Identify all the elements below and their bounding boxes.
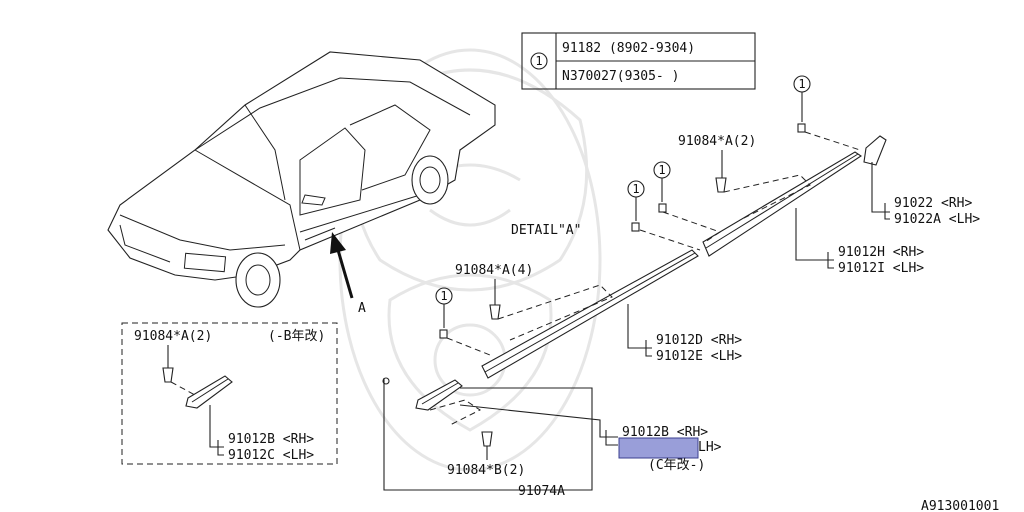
- label-91012b-rh-2: 91012B <RH>: [622, 425, 708, 440]
- rear-end-piece: [863, 135, 887, 166]
- svg-text:1: 1: [658, 163, 665, 177]
- svg-text:1: 1: [632, 182, 639, 196]
- clip-icon: [439, 329, 448, 339]
- reference-code: A913001001: [921, 499, 999, 512]
- detail-a-label: DETAIL"A": [511, 223, 581, 238]
- arrow-label-a: A: [358, 301, 366, 316]
- table-row-1: 91182 (8902-9304): [562, 41, 695, 56]
- clip-icon: [715, 177, 727, 193]
- label-91012i-lh: 91012I <LH>: [838, 261, 924, 276]
- table-circle-number: 1: [535, 54, 542, 68]
- inset-clip-label: 91084*A(2): [134, 329, 212, 344]
- car-illustration: [107, 51, 496, 308]
- label-91022-rh: 91022 <RH>: [894, 196, 972, 211]
- label-91084a-4: 91084*A(4): [455, 263, 533, 278]
- label-c-year-note: (C年改-): [648, 458, 705, 473]
- svg-text:1: 1: [440, 289, 447, 303]
- table-row-2: N370027(9305- ): [562, 69, 679, 84]
- label-lh-partial: LH>: [698, 440, 722, 455]
- inset-year-note: (-B年改): [268, 329, 325, 344]
- circled-callouts: 1 1 1 1: [435, 75, 811, 328]
- front-side-molding: [481, 249, 699, 379]
- watermark-emblem: [338, 48, 602, 472]
- rear-side-molding: [702, 151, 862, 257]
- label-91012b-rh: 91012B <RH>: [228, 432, 314, 447]
- assembly-dashes: [446, 131, 861, 356]
- label-91084a-2: 91084*A(2): [678, 134, 756, 149]
- label-91012c-lh: 91012C <LH>: [228, 448, 314, 463]
- svg-text:1: 1: [798, 77, 805, 91]
- inset-early-models: 91084*A(2) (-B年改) 91012B <RH> 91012C <LH…: [121, 322, 338, 465]
- label-91012d-rh: 91012D <RH>: [656, 333, 742, 348]
- clip-icon: [797, 123, 806, 133]
- clip-icon: [162, 367, 174, 383]
- clip-icon: [489, 304, 501, 320]
- clips: [439, 123, 806, 339]
- label-91074a: 91074A: [518, 484, 565, 499]
- label-91012h-rh: 91012H <RH>: [838, 245, 924, 260]
- highlight-box: [618, 437, 699, 459]
- label-91022a-lh: 91022A <LH>: [894, 212, 980, 227]
- reference-table: 1 91182 (8902-9304) N370027(9305- ): [521, 32, 756, 90]
- detail-a-arrow: A: [330, 232, 366, 316]
- clip-icon: [658, 203, 667, 213]
- inset-later-models: 91084*B(2) 91074A 91012B <RH> LH> (C年改-): [382, 377, 722, 499]
- clip-icon: [481, 431, 493, 447]
- label-91012e-lh: 91012E <LH>: [656, 349, 742, 364]
- label-91084b-2: 91084*B(2): [447, 463, 525, 478]
- clip-icon: [631, 222, 640, 232]
